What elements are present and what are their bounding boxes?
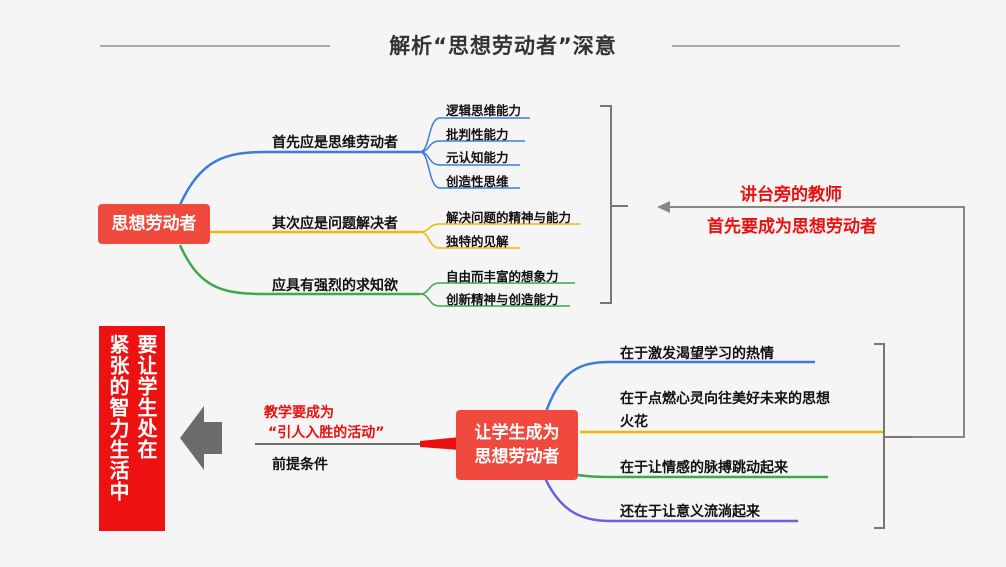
left-red-box: 要让学生处在 紧张的智力生活中 — [99, 326, 165, 531]
left-black-label: 前提条件 — [272, 457, 328, 473]
bottom-branch-1-label: 在于激发渴望学习的热情 — [620, 346, 774, 362]
bottom-root-node: 让学生成为 思想劳动者 — [456, 410, 578, 480]
top-root-node: 思想劳动者 — [98, 204, 210, 244]
leaf-1-4-line — [419, 151, 520, 189]
leaf-1-3: 元认知能力 — [446, 150, 509, 165]
leaf-1-1: 逻辑思维能力 — [446, 103, 522, 118]
leaf-2-1: 解决问题的精神与能力 — [446, 210, 572, 225]
leaf-2-2-line — [419, 231, 520, 249]
leaf-1-2: 批判性能力 — [446, 127, 509, 142]
left-box-col2: 紧张的智力生活中 — [106, 334, 130, 502]
right-connector — [668, 206, 965, 438]
leaf-2-2: 独特的见解 — [446, 234, 509, 249]
top-bracket — [600, 105, 612, 304]
leaf-3-2-line — [419, 293, 570, 307]
right-note-line1: 讲台旁的教师 — [740, 185, 842, 205]
top-branch-3-line — [178, 244, 420, 296]
right-note-line2: 首先要成为思想劳动者 — [707, 217, 877, 237]
leaf-3-1-line — [419, 282, 575, 295]
bottom-root-line2: 思想劳动者 — [474, 447, 560, 467]
top-branch-1-label: 首先应是思维劳动者 — [272, 135, 398, 151]
top-branch-3-label: 应具有强烈的求知欲 — [272, 278, 398, 294]
left-red-line2: “引人入胜的活动” — [268, 425, 385, 441]
arrow-head-left-icon — [657, 201, 670, 213]
bottom-root-line1: 让学生成为 — [474, 423, 560, 443]
left-link-wedge — [420, 437, 460, 450]
bottom-branch-2-label: 在于点燃心灵向往美好未来的思想 — [620, 391, 830, 407]
top-root-label: 思想劳动者 — [111, 214, 197, 234]
leaf-1-4: 创造性思维 — [446, 174, 509, 189]
bottom-branch-2-label-cont: 火花 — [620, 414, 648, 430]
page-title: 解析“思想劳动者”深意 — [389, 34, 617, 58]
leaf-3-2: 创新精神与创造能力 — [446, 292, 559, 307]
leaf-3-1: 自由而丰富的想象力 — [446, 269, 559, 284]
bottom-branch-4-label: 还在于让意义流淌起来 — [620, 504, 760, 520]
bottom-branch-1-line — [543, 360, 815, 416]
bottom-bracket — [874, 343, 885, 529]
top-branch-1-line — [178, 150, 420, 206]
bottom-branch-4-line — [543, 477, 798, 523]
top-branch-2-label: 其次应是问题解决者 — [272, 216, 398, 232]
left-box-col1: 要让学生处在 — [134, 334, 158, 460]
left-red-line1: 教学要成为 — [264, 405, 334, 421]
bottom-branch-3-label: 在于让情感的脉搏跳动起来 — [620, 460, 788, 476]
big-left-arrow-icon — [180, 406, 222, 470]
